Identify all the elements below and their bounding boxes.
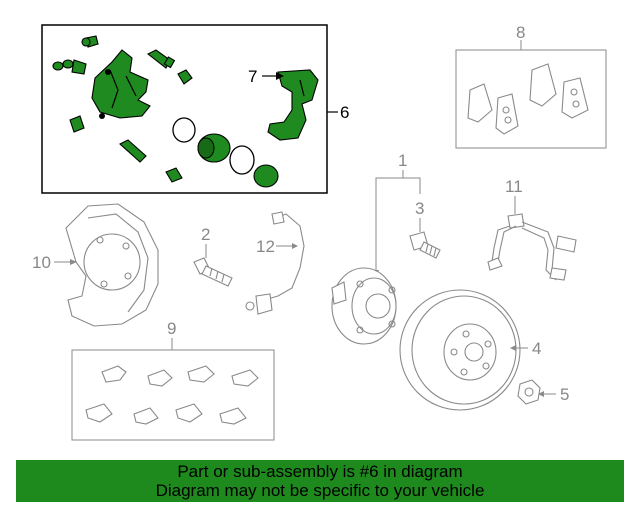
callout-2: 2 [201,225,210,244]
banner-line-2: Diagram may not be specific to your vehi… [155,481,485,500]
parts-diagram: 7 6 8 10 2 12 1 [32,23,607,441]
caliper-bolt-left[interactable] [69,115,85,133]
caliper-assembly-box [41,24,328,194]
callout-1: 1 [398,151,407,170]
banner-line-1: Part or sub-assembly is #6 in diagram [177,462,463,481]
brake-pads-box [455,49,607,149]
caliper-mounting-bracket[interactable] [267,69,319,141]
caliper-small-parts[interactable] [52,59,87,75]
callout-9: 9 [167,319,176,338]
callout-12: 12 [256,237,275,256]
anti-squeal-shim-kit[interactable] [85,365,259,425]
hub-bolt[interactable] [409,231,441,259]
brake-hose[interactable] [487,213,577,281]
callout-8: 8 [516,23,525,42]
caliper-bolt[interactable] [193,257,233,287]
caliper-boot-upper[interactable] [177,69,193,85]
piston-seal-ring[interactable] [172,117,196,143]
wheel-hub-bearing[interactable] [331,267,397,345]
callout-11: 11 [505,177,523,196]
callout-6: 6 [340,103,349,122]
brake-rotor[interactable] [399,289,521,411]
callout-3: 3 [415,199,424,218]
brake-dust-shield[interactable] [65,203,159,327]
caliper-piston[interactable] [197,133,231,163]
caliper-body[interactable] [91,49,151,119]
callout-4: 4 [532,339,541,358]
caliper-guide-pin-lower[interactable] [119,139,147,163]
caliper-guide-pin-upper[interactable] [146,49,176,69]
callout-10: 10 [32,253,51,272]
caliper-cap-small[interactable] [81,37,91,47]
brake-pad-set[interactable] [467,63,589,135]
wheel-nut[interactable] [517,379,541,405]
callout-7: 7 [248,67,257,86]
abs-speed-sensor[interactable] [245,211,305,315]
callout-5: 5 [560,385,569,404]
info-banner: Part or sub-assembly is #6 in diagram Di… [16,460,624,502]
piston-dust-boot[interactable] [253,164,279,188]
piston-dust-boot-ring[interactable] [229,145,255,175]
caliper-boot-lower[interactable] [165,167,183,183]
shim-kit-box [71,349,275,441]
